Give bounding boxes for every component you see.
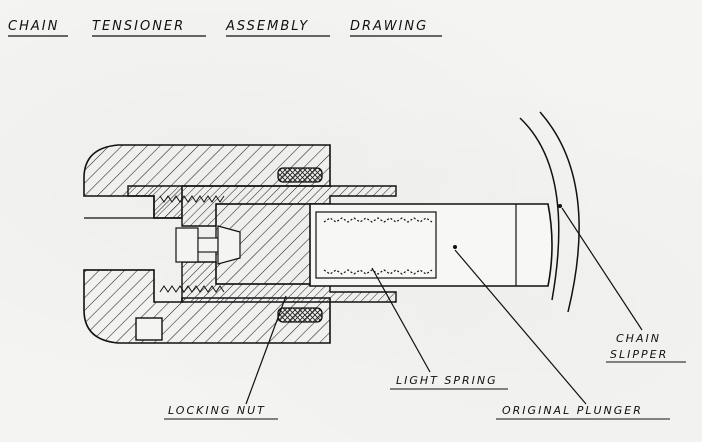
chain-slipper-arc-inner [519, 117, 560, 301]
leader-original-plunger [454, 249, 587, 405]
original-plunger [309, 203, 562, 287]
leader-light-spring [371, 267, 431, 373]
seal-ring-bottom [277, 307, 323, 323]
nut-thread-lower [159, 285, 225, 293]
leader-locking-nut [245, 295, 287, 405]
spring-bore [315, 211, 437, 279]
slipper-contact-dot [558, 204, 562, 208]
leader-lines [245, 207, 643, 405]
title-word-tensioner: TENSIONER [92, 19, 185, 34]
chain-slipper-arc-outer [539, 111, 580, 313]
body-small-block [135, 317, 163, 341]
title-word-chain: CHAIN [8, 19, 59, 34]
valve-chamber [175, 227, 199, 263]
valve-cone [217, 225, 241, 265]
label-chain-slipper-1: CHAIN [616, 332, 661, 345]
label-locking-nut: LOCKING NUT [168, 404, 266, 417]
part-labels: CHAIN SLIPPER LIGHT SPRING LOCKING NUT O… [164, 332, 686, 420]
chain-slipper [519, 111, 580, 313]
title-word-assembly: ASSEMBLY [225, 19, 309, 34]
label-chain-slipper-2: SLIPPER [610, 348, 668, 361]
nut-thread-upper [159, 195, 225, 203]
light-spring-coils [323, 217, 433, 275]
tensioner-body [83, 144, 331, 344]
title-word-drawing: DRAWING [350, 19, 428, 34]
leader-chain-slipper [561, 207, 643, 331]
valve-stem [197, 237, 219, 253]
seal-rings [277, 167, 323, 323]
title-group: CHAIN TENSIONER ASSEMBLY DRAWING [8, 19, 442, 37]
label-light-spring: LIGHT SPRING [396, 374, 498, 387]
plunger-center-dot [453, 245, 457, 249]
seal-ring-top [277, 167, 323, 183]
label-original-plunger: ORIGINAL PLUNGER [502, 404, 643, 417]
